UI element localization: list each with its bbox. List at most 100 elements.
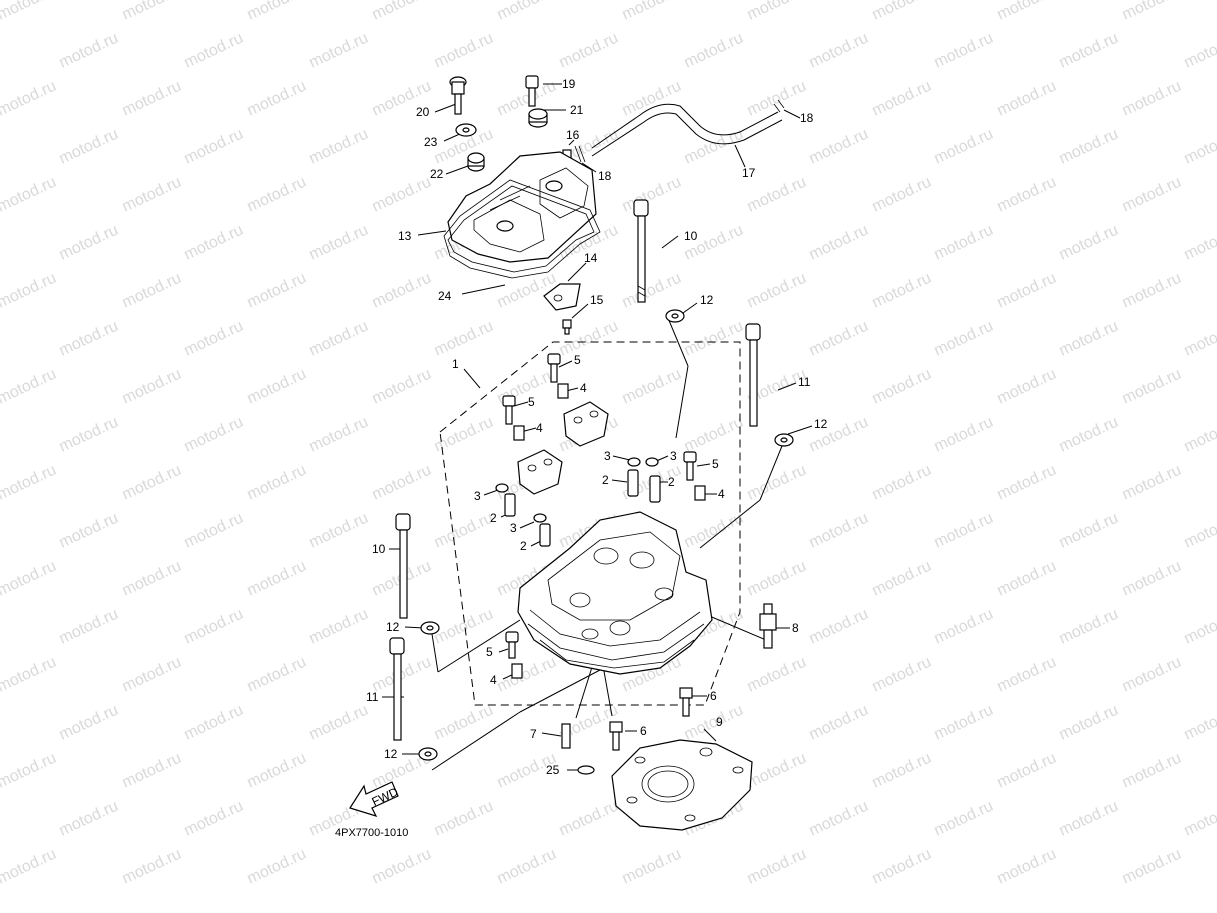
part-10-stud-bolt-left <box>395 513 411 619</box>
watermark-text: motod.ru <box>745 654 809 696</box>
watermark-text: motod.ru <box>432 510 496 552</box>
watermark-text: motod.ru <box>745 846 809 888</box>
callout-7: 7 <box>530 727 537 741</box>
watermark-text: motod.ru <box>995 0 1059 24</box>
callout-19: 19 <box>562 77 576 91</box>
watermark-text: motod.ru <box>557 30 621 72</box>
watermark-text: motod.ru <box>370 462 434 504</box>
watermark-text: motod.ru <box>1120 462 1184 504</box>
watermark-text: motod.ru <box>0 846 59 888</box>
part-5-bolt-a <box>547 353 561 383</box>
watermark-text: motod.ru <box>1057 606 1121 648</box>
callout-11a: 11 <box>798 375 811 389</box>
callout-24: 24 <box>438 289 452 303</box>
watermark-text: motod.ru <box>245 846 309 888</box>
callout-16: 16 <box>566 128 580 142</box>
watermark-text: motod.ru <box>120 78 184 120</box>
watermark-text: motod.ru <box>1182 798 1217 840</box>
watermark-text: motod.ru <box>745 558 809 600</box>
watermark-text: motod.ru <box>1120 270 1184 312</box>
callout-3d: 3 <box>510 521 517 535</box>
watermark-text: motod.ru <box>995 174 1059 216</box>
watermark-text: motod.ru <box>0 0 59 24</box>
watermark-text: motod.ru <box>307 510 371 552</box>
watermark-text: motod.ru <box>307 318 371 360</box>
watermark-text: motod.ru <box>1182 126 1217 168</box>
callout-21: 21 <box>570 103 584 117</box>
watermark-text: motod.ru <box>432 702 496 744</box>
watermark-text: motod.ru <box>370 846 434 888</box>
watermark-text: motod.ru <box>1057 798 1121 840</box>
watermark-text: motod.ru <box>932 702 996 744</box>
callout-11b: 11 <box>366 690 379 704</box>
watermark-text: motod.ru <box>1120 0 1184 24</box>
watermark-text: motod.ru <box>245 654 309 696</box>
watermark-text: motod.ru <box>745 462 809 504</box>
watermark-text: motod.ru <box>995 366 1059 408</box>
watermark-text: motod.ru <box>870 78 934 120</box>
watermark-text: motod.ru <box>120 654 184 696</box>
callout-12a: 12 <box>700 293 714 307</box>
watermark-text: motod.ru <box>182 702 246 744</box>
watermark-text: motod.ru <box>932 510 996 552</box>
watermark-text: motod.ru <box>807 798 871 840</box>
watermark-text: motod.ru <box>245 0 309 24</box>
watermark-text: motod.ru <box>870 558 934 600</box>
watermark-text: motod.ru <box>182 222 246 264</box>
diagram-code: 4PX7700-1010 <box>335 827 408 839</box>
watermark-text: motod.ru <box>182 126 246 168</box>
watermark-text: motod.ru <box>120 270 184 312</box>
watermark-text: motod.ru <box>307 702 371 744</box>
callout-22: 22 <box>430 167 444 181</box>
part-10-stud-bolt-top <box>633 199 649 303</box>
watermark-text: motod.ru <box>620 366 684 408</box>
watermark-text: motod.ru <box>1057 702 1121 744</box>
watermark-text: motod.ru <box>120 846 184 888</box>
callout-2d: 2 <box>520 539 527 553</box>
watermark-text: motod.ru <box>120 462 184 504</box>
watermark-text: motod.ru <box>0 558 59 600</box>
watermark-text: motod.ru <box>307 126 371 168</box>
callout-3c: 3 <box>474 489 481 503</box>
watermark-text: motod.ru <box>995 270 1059 312</box>
watermark-text: motod.ru <box>0 462 59 504</box>
callout-15: 15 <box>590 293 604 307</box>
watermark-text: motod.ru <box>620 270 684 312</box>
part-3-clip-b <box>645 457 659 467</box>
watermark-text: motod.ru <box>745 750 809 792</box>
watermark-text: motod.ru <box>1182 702 1217 744</box>
watermark-text: motod.ru <box>807 318 871 360</box>
callout-4c: 4 <box>718 487 725 501</box>
watermark-text: motod.ru <box>745 0 809 24</box>
watermark-text: motod.ru <box>1120 558 1184 600</box>
watermark-text: motod.ru <box>182 798 246 840</box>
watermark-text: motod.ru <box>57 510 121 552</box>
watermark-text: motod.ru <box>370 654 434 696</box>
watermark-text: motod.ru <box>870 174 934 216</box>
part-4-dowel-c <box>694 485 706 501</box>
watermark-layer: motod.ru motod.ru motod.ru motod.ru motod.ru… <box>0 0 1217 888</box>
callout-20: 20 <box>416 105 430 119</box>
callout-9: 9 <box>716 715 723 729</box>
watermark-text: motod.ru <box>620 846 684 888</box>
part-12-washer-right <box>774 433 794 447</box>
watermark-text: motod.ru <box>807 222 871 264</box>
watermark-text: motod.ru <box>57 318 121 360</box>
assembly-1-outline <box>439 341 741 706</box>
watermark-text: motod.ru <box>807 126 871 168</box>
watermark-text: motod.ru <box>495 0 559 24</box>
watermark-text: motod.ru <box>57 414 121 456</box>
watermark-text: motod.ru <box>870 462 934 504</box>
watermark-text: motod.ru <box>245 366 309 408</box>
watermark-text: motod.ru <box>932 414 996 456</box>
watermark-text: motod.ru <box>932 606 996 648</box>
callout-4b: 4 <box>536 421 543 435</box>
watermark-text: motod.ru <box>307 30 371 72</box>
watermark-text: motod.ru <box>1057 318 1121 360</box>
callout-17: 17 <box>742 166 756 180</box>
parts <box>349 75 794 831</box>
watermark-text: motod.ru <box>995 654 1059 696</box>
watermark-text: motod.ru <box>1120 174 1184 216</box>
watermark-text: motod.ru <box>57 126 121 168</box>
part-4-dowel-a <box>557 383 569 399</box>
